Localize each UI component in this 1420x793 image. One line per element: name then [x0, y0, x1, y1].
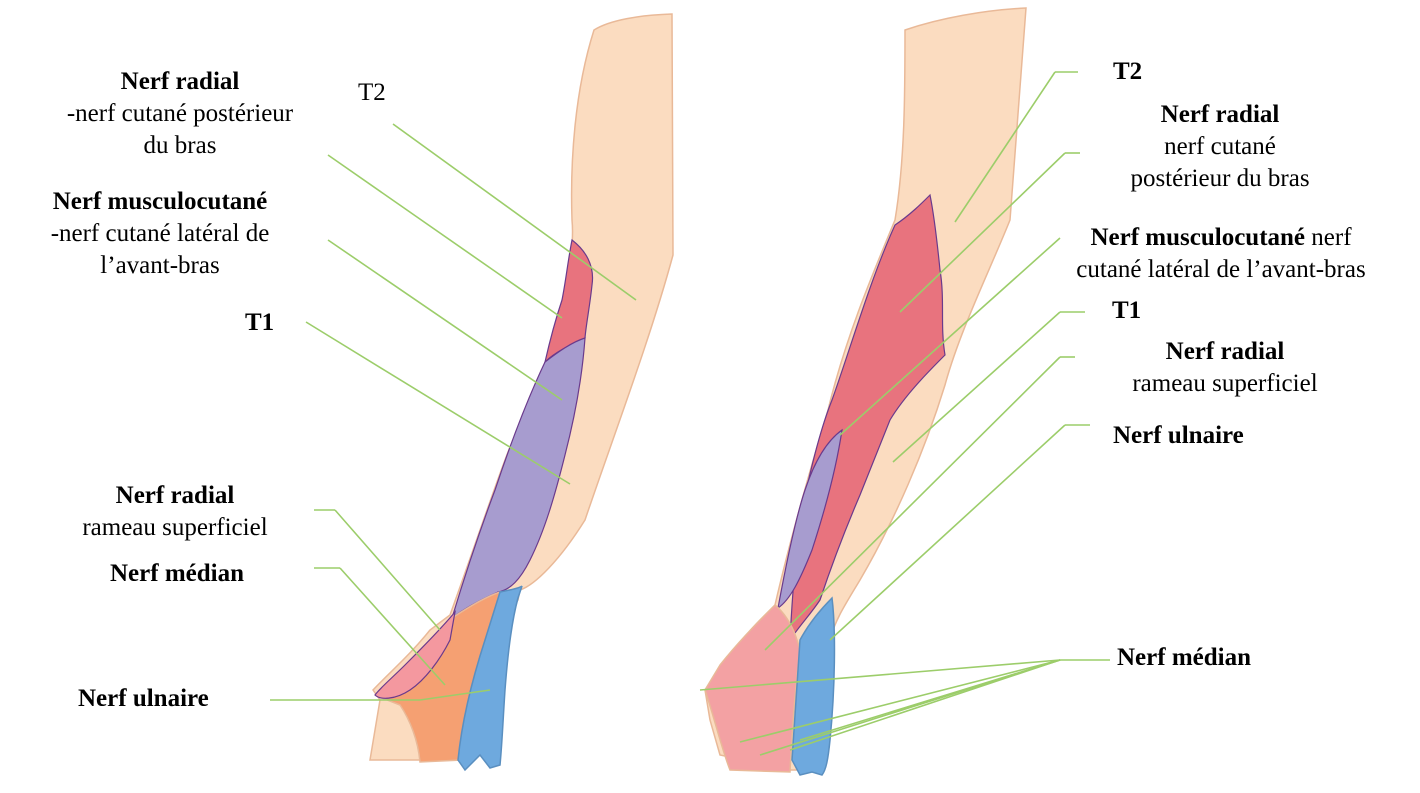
right-ulnar-label: Nerf ulnaire: [1113, 420, 1244, 452]
right-radial-sub1: nerf cutané: [1080, 131, 1360, 163]
left-arm: [370, 14, 673, 770]
right-musculocutaneous-label: Nerf musculocutané nerf cutané latéral d…: [1035, 222, 1407, 286]
right-musculo-title: Nerf musculocutané: [1090, 224, 1305, 251]
right-musculo-sub: cutané latéral de l’avant-bras: [1035, 254, 1407, 286]
left-radial-title: Nerf radial: [30, 66, 330, 98]
left-radial-label: Nerf radial -nerf cutané postérieur du b…: [30, 66, 330, 162]
right-radial-sub2: postérieur du bras: [1080, 163, 1360, 195]
right-radial-sup-title: Nerf radial: [1085, 336, 1365, 368]
left-median-label: Nerf médian: [110, 558, 244, 590]
left-musculo-sub2: l’avant-bras: [10, 250, 310, 282]
left-t2-label: T2: [358, 77, 386, 109]
left-radial-sup-sub: rameau superficiel: [30, 512, 320, 544]
left-musculo-title: Nerf musculocutané: [10, 186, 310, 218]
left-musculocutaneous-label: Nerf musculocutané -nerf cutané latéral …: [10, 186, 310, 282]
left-radial-sub2: du bras: [30, 130, 330, 162]
right-t1-label: T1: [1112, 295, 1141, 327]
right-arm: [705, 8, 1026, 775]
left-ulnar-label: Nerf ulnaire: [78, 683, 209, 715]
left-musculo-sub1: -nerf cutané latéral de: [10, 218, 310, 250]
right-radial-superficial-label: Nerf radial rameau superficiel: [1085, 336, 1365, 400]
left-radial-sub1: -nerf cutané postérieur: [30, 98, 330, 130]
right-t2-label: T2: [1113, 56, 1142, 88]
left-arm-skin: [370, 14, 673, 760]
left-radial-superficial-label: Nerf radial rameau superficiel: [30, 480, 320, 544]
right-radial-title: Nerf radial: [1080, 99, 1360, 131]
right-median-label: Nerf médian: [1117, 642, 1251, 674]
right-radial-label: Nerf radial nerf cutané postérieur du br…: [1080, 99, 1360, 195]
right-musculo-tail: nerf: [1305, 224, 1352, 251]
left-t1-label: T1: [245, 307, 274, 339]
right-radial-sup-sub: rameau superficiel: [1085, 368, 1365, 400]
left-radial-sup-title: Nerf radial: [30, 480, 320, 512]
